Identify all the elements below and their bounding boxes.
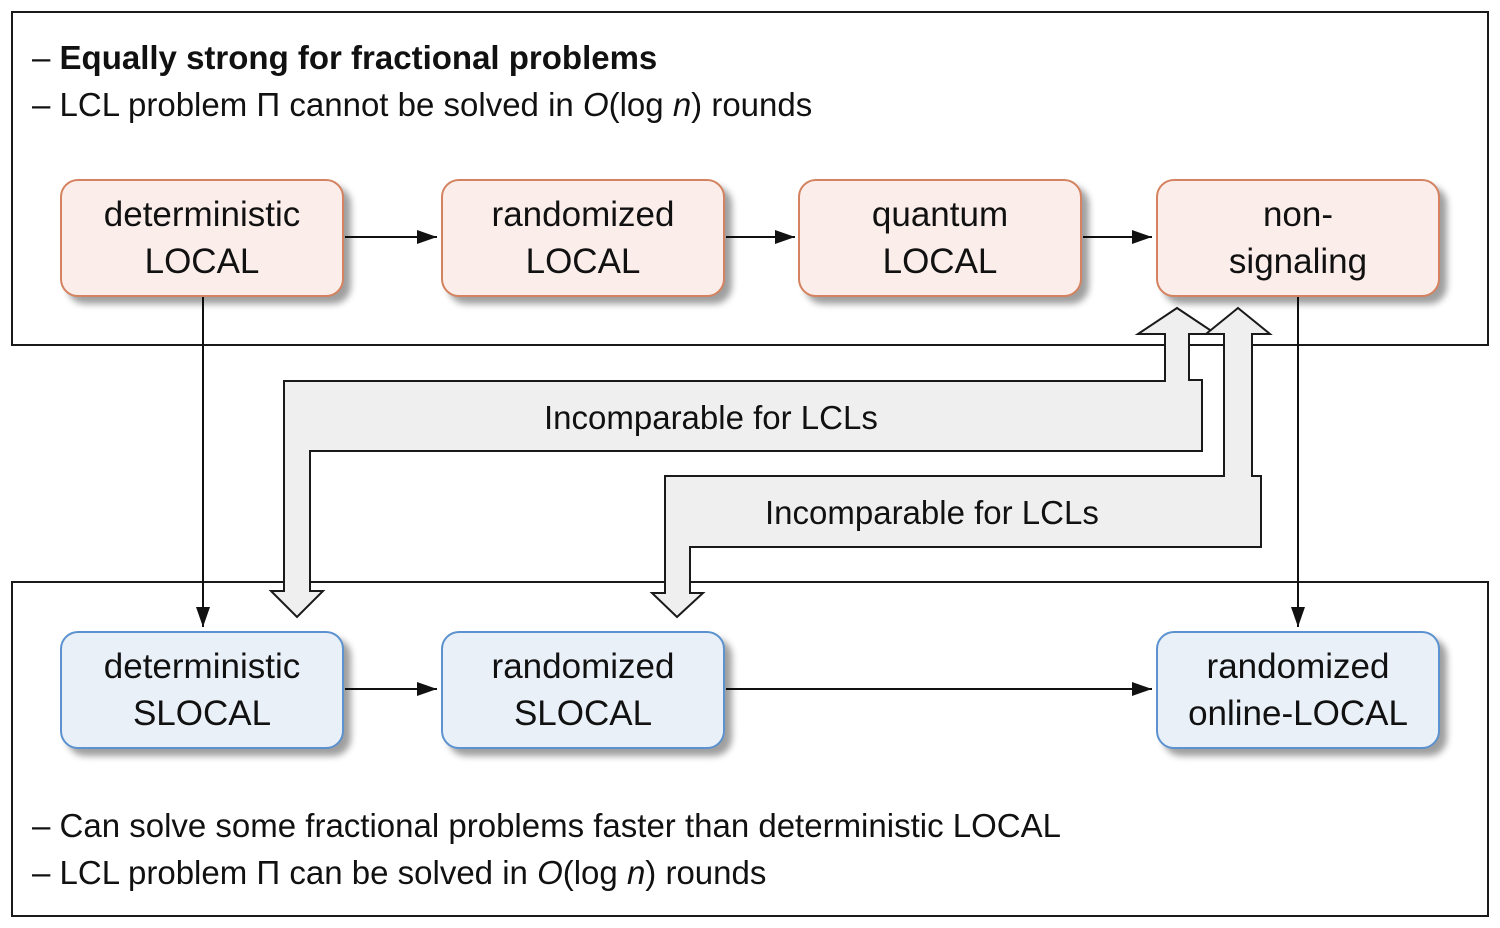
node-line-2: SLOCAL — [513, 694, 653, 733]
bullet-dash: – — [32, 39, 60, 76]
node-non-signaling: non- signaling — [1156, 179, 1440, 297]
bottom-property-2: – LCL problem Π can be solved in O(log n… — [32, 853, 766, 893]
node-line-2: SLOCAL — [132, 694, 272, 733]
big-o: O — [537, 854, 563, 891]
node-line-1: deterministic — [103, 647, 301, 686]
top-property-2: – LCL problem Π cannot be solved in O(lo… — [32, 85, 812, 125]
rounds-text: ) rounds — [691, 86, 813, 123]
node-line-1: non- — [1262, 195, 1334, 234]
incomparable-block-arrow-2 — [649, 306, 1273, 619]
bottom-property-2-prefix: – LCL problem Π can be solved in — [32, 854, 538, 891]
node-quantum-local: quantum LOCAL — [798, 179, 1082, 297]
bottom-property-1-text: – Can solve some fractional problems fas… — [32, 807, 1061, 844]
incomparable-block-arrow-1 — [268, 306, 1220, 619]
node-line-2: signaling — [1228, 242, 1368, 281]
node-line-2: LOCAL — [882, 242, 998, 281]
node-line-1: randomized — [491, 647, 675, 686]
top-property-2-prefix: – LCL problem Π cannot be solved in — [32, 86, 583, 123]
incomparable-label-2: Incomparable for LCLs — [765, 494, 1099, 531]
node-deterministic-local: deterministic LOCAL — [60, 179, 344, 297]
log-text: (log — [562, 854, 627, 891]
node-randomized-online-local: randomized online-LOCAL — [1156, 631, 1440, 749]
node-line-1: randomized — [1206, 647, 1390, 686]
n-variable: n — [672, 86, 692, 123]
node-deterministic-slocal: deterministic SLOCAL — [60, 631, 344, 749]
node-randomized-local: randomized LOCAL — [441, 179, 725, 297]
node-line-2: online-LOCAL — [1188, 694, 1408, 733]
node-line-1: randomized — [491, 195, 675, 234]
big-o: O — [582, 86, 609, 123]
rounds-text: ) rounds — [645, 854, 767, 891]
top-panel — [11, 11, 1489, 346]
n-variable: n — [626, 854, 646, 891]
incomparable-label-1: Incomparable for LCLs — [544, 399, 878, 436]
bottom-panel — [11, 581, 1489, 917]
node-randomized-slocal: randomized SLOCAL — [441, 631, 725, 749]
top-property-1-text: Equally strong for fractional problems — [59, 39, 658, 76]
log-text: (log — [608, 86, 673, 123]
node-line-1: quantum — [871, 195, 1009, 234]
bottom-property-1: – Can solve some fractional problems fas… — [32, 806, 1061, 846]
node-line-2: LOCAL — [525, 242, 641, 281]
node-line-2: LOCAL — [144, 242, 260, 281]
node-line-1: deterministic — [103, 195, 301, 234]
top-property-1: – Equally strong for fractional problems — [32, 38, 657, 78]
